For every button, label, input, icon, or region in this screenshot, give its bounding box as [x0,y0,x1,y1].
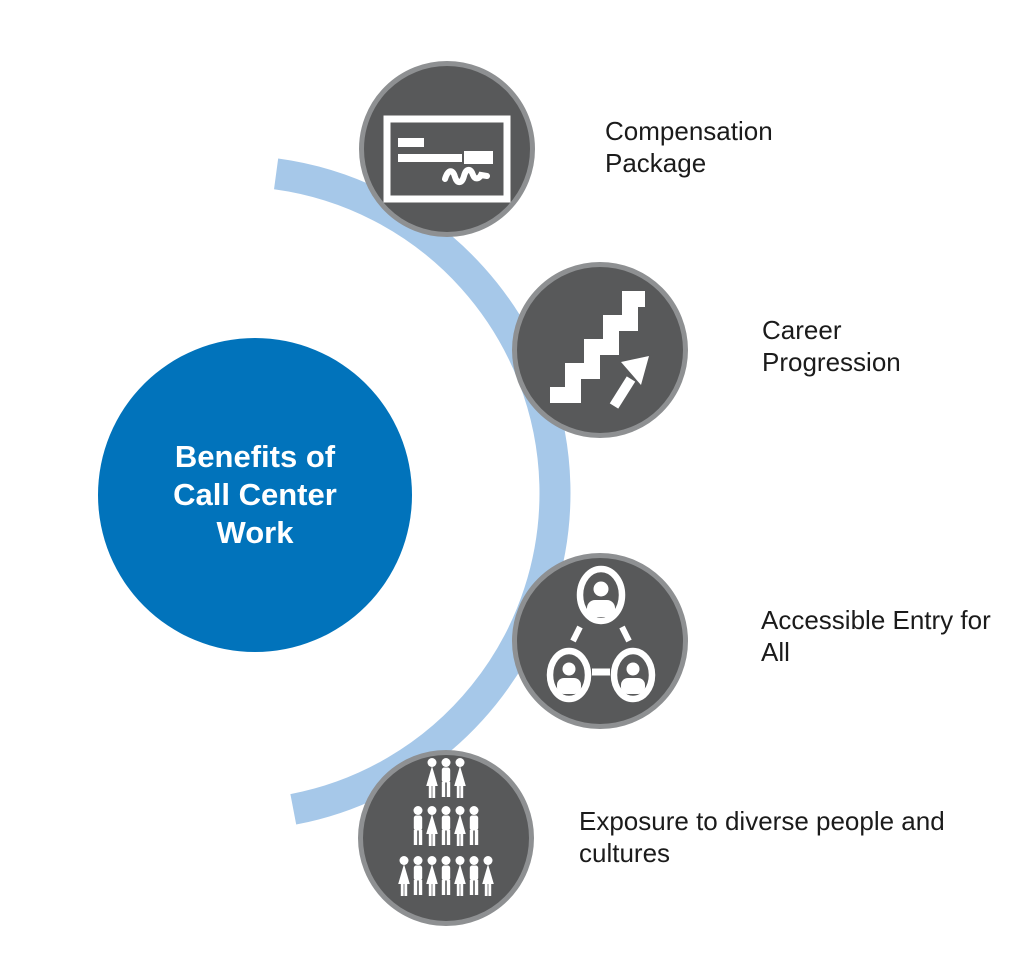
center-circle: Benefits of Call Center Work [98,338,412,652]
diagram-title-line-2: Call Center [173,477,337,512]
benefit-label-accessibility: Accessible Entry for All [761,605,991,667]
benefit-label-compensation: Compensation Package [605,116,773,178]
benefit-node-career [512,262,688,438]
diagram-title-line-1: Benefits of [174,439,336,474]
benefit-node-diversity [358,750,534,926]
diagram-title-line-3: Work [216,515,294,550]
paycheck-icon [383,115,511,203]
benefit-label-career: Career Progression [762,315,901,377]
benefit-node-accessibility [512,553,688,729]
diverse-crowd-icon [398,758,494,896]
benefit-label-diversity: Exposure to diverse people and cultures [579,806,945,868]
benefit-node-compensation [359,61,535,237]
career-stairs-icon [550,291,649,409]
people-network-icon [546,565,656,703]
diagram-title: Benefits of Call Center Work [150,438,360,552]
